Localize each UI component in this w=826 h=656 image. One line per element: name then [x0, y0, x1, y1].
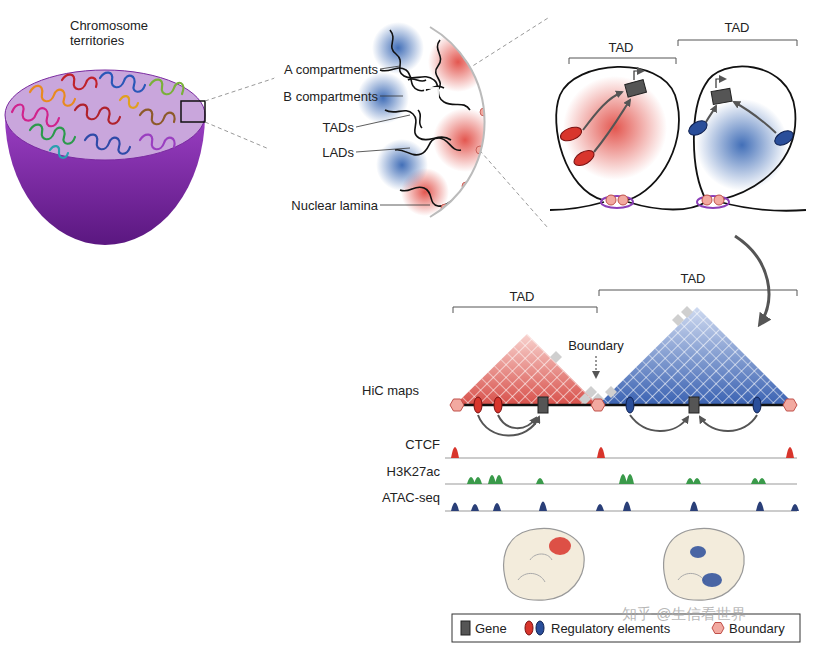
- territory-label: Chromosome territories: [70, 18, 162, 48]
- chromosome-territories: [12, 73, 183, 158]
- legend-boundary-swatch: [712, 623, 724, 634]
- tad-brackets-bottom: [453, 290, 797, 313]
- legend-text: Boundary: [729, 621, 785, 636]
- transition-arrow: [735, 236, 769, 324]
- hic-map: [455, 306, 795, 405]
- lad-label: LADs: [240, 145, 354, 160]
- watermark: 知乎 @生信看世界: [622, 606, 746, 621]
- boundary-label: Boundary: [556, 338, 636, 353]
- compartment-label: B compartments: [240, 89, 378, 104]
- tad-loops: [550, 66, 806, 210]
- legend-text: Gene: [475, 621, 507, 636]
- track-label: CTCF: [360, 437, 440, 452]
- nucleus-hemisphere: [5, 70, 205, 245]
- tad-label: TADs: [240, 120, 354, 135]
- nuclear-lamina-arc: [430, 27, 485, 217]
- lamina-label: Nuclear lamina: [240, 198, 378, 213]
- legend-gene-swatch: [461, 621, 470, 635]
- track-label: ATAC-seq: [360, 490, 440, 505]
- tad-bracket-label: TAD: [591, 40, 651, 55]
- tad-bracket-label: TAD: [492, 289, 552, 304]
- genome-track: [450, 397, 797, 436]
- embryo-illustrations: [504, 528, 745, 600]
- compartment-label: A compartments: [240, 62, 378, 77]
- legend-text: Regulatory elements: [551, 621, 670, 636]
- hic-label: HiC maps: [362, 383, 419, 398]
- boundary-pointer: [596, 356, 597, 377]
- tad-brackets-top: [569, 40, 797, 64]
- track-label: H3K27ac: [360, 464, 440, 479]
- signal-tracks: [445, 447, 799, 511]
- leader-lines: [356, 66, 430, 205]
- zoom-square: [181, 101, 205, 122]
- tad-bracket-label: TAD: [707, 20, 767, 35]
- legend-regulatory-swatch: [525, 621, 544, 635]
- tad-bracket-label: TAD: [663, 271, 723, 286]
